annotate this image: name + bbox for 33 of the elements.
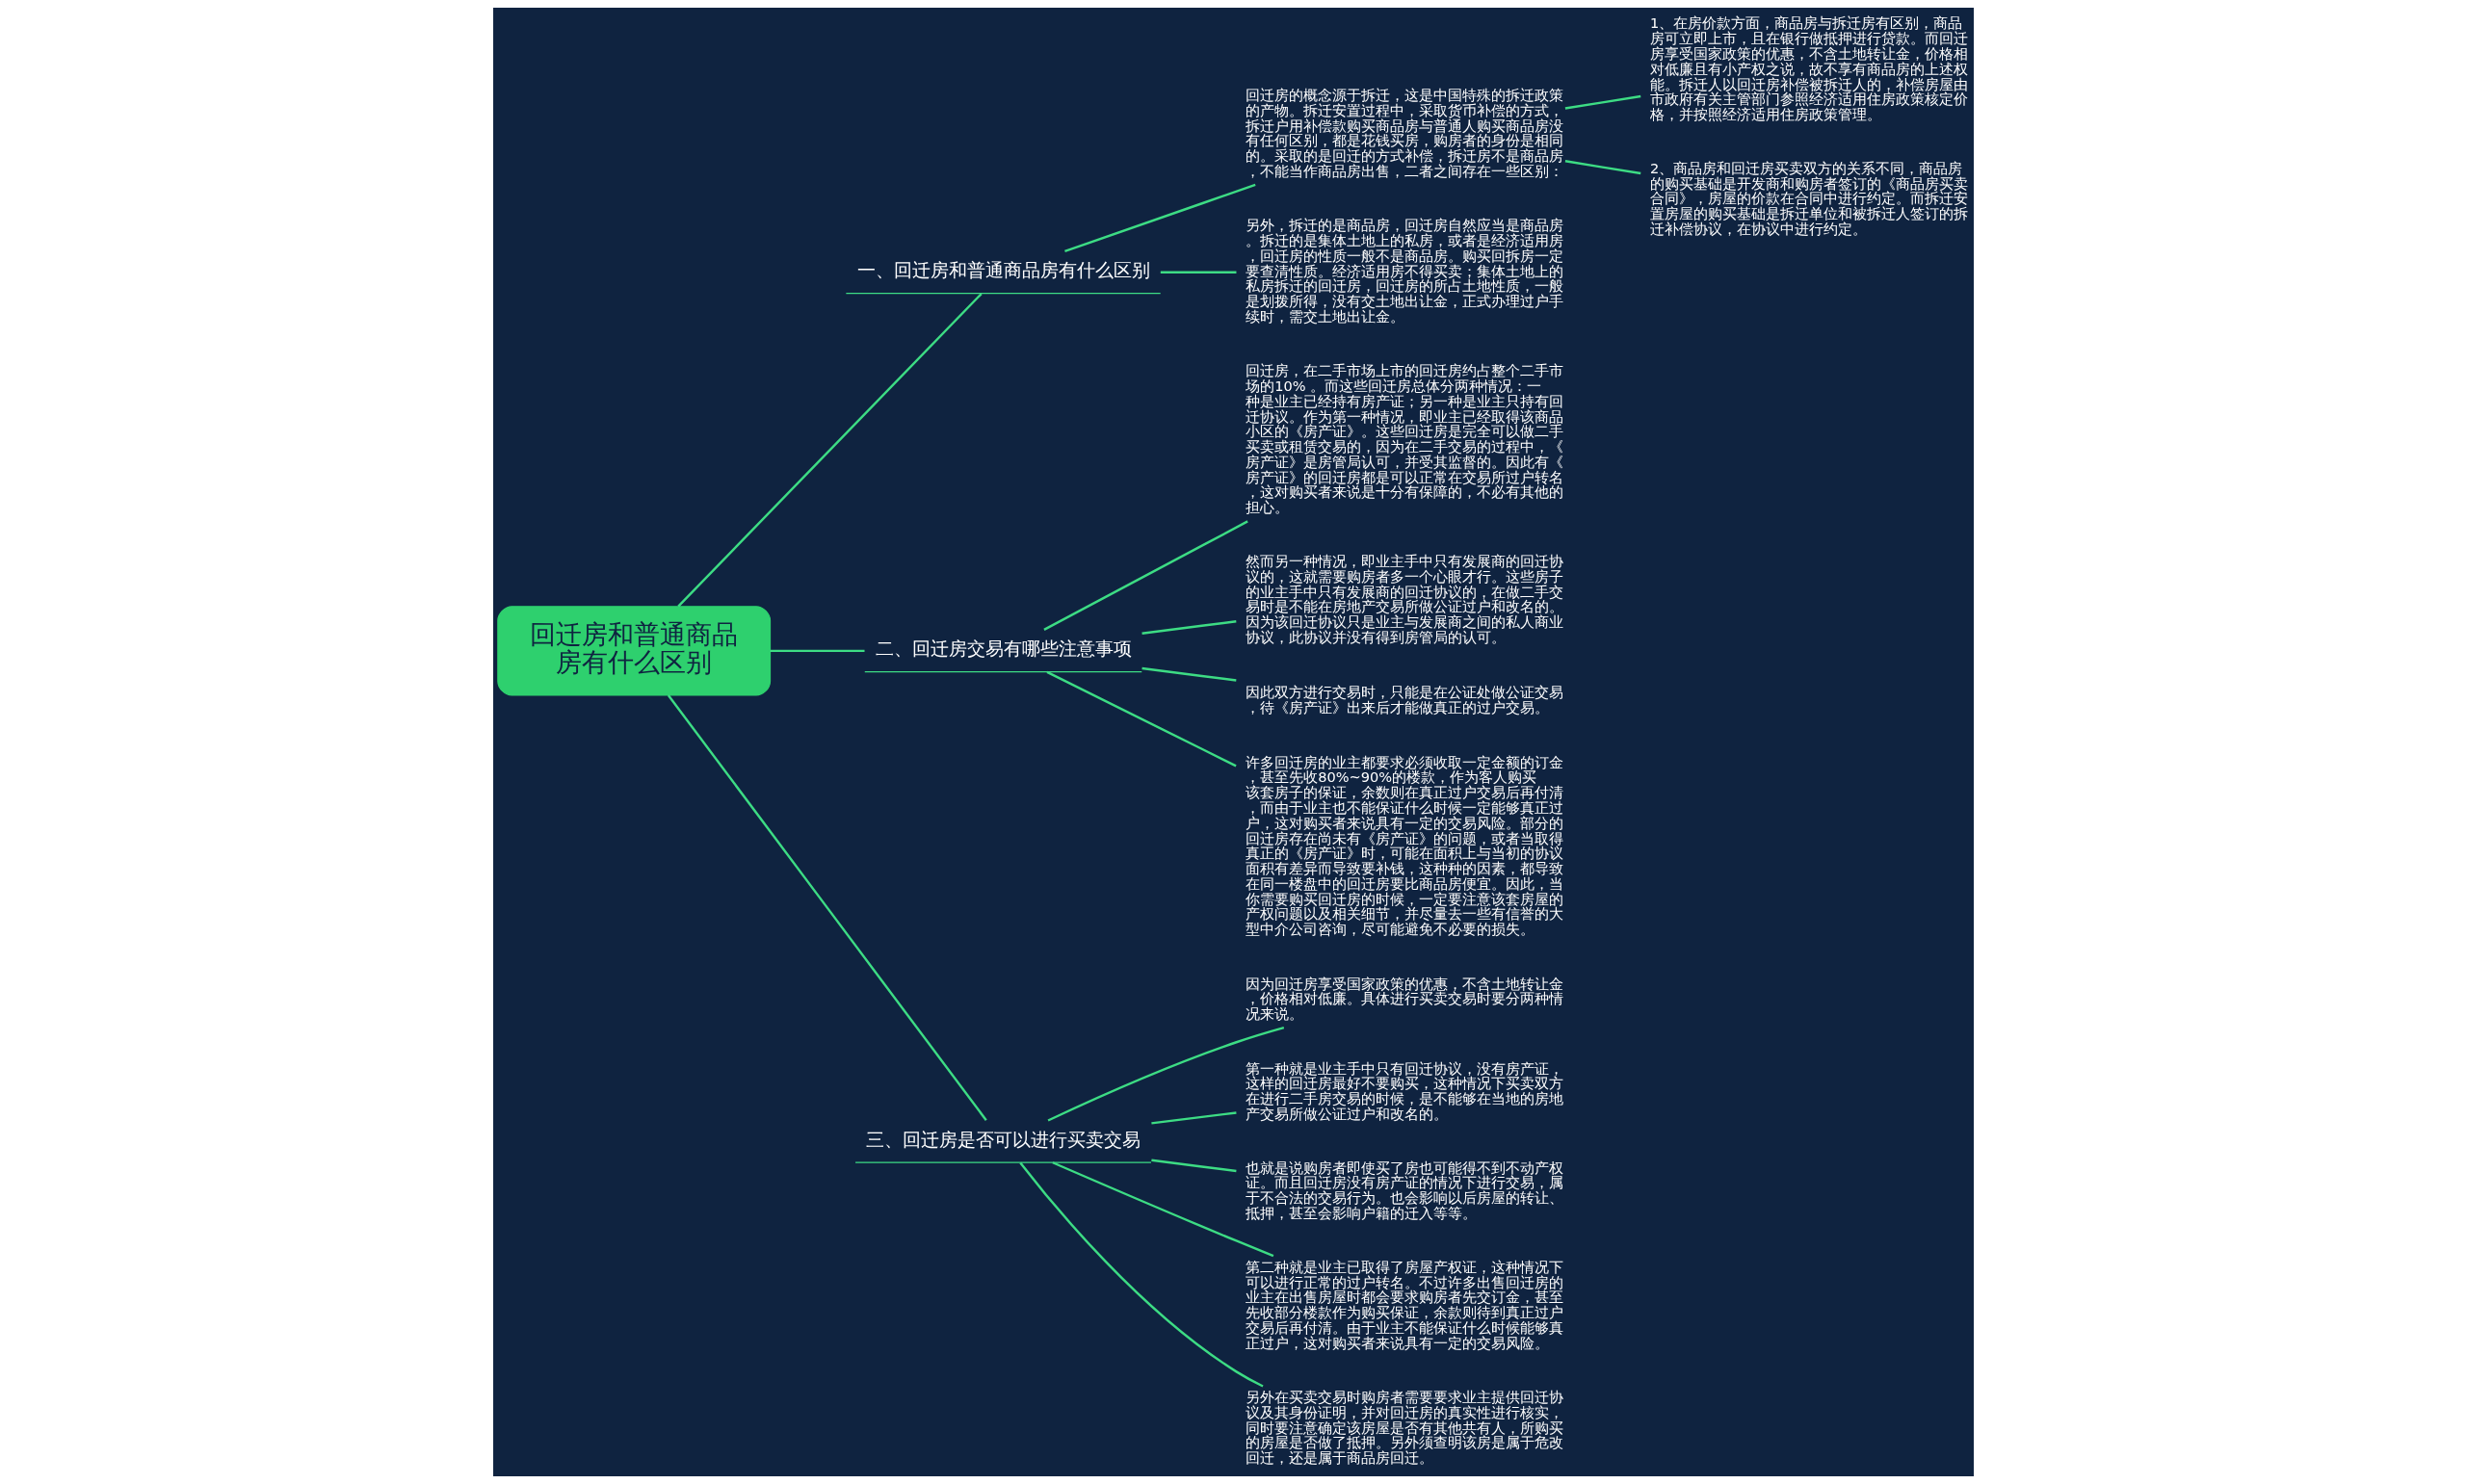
node-text: 第二种就是业主已取得了房屋产权证，这种情况下可以进行正常的过户转名。不过许多出售回迁房的业主在出售房屋时都会要求购房者先交订金，甚至先收部分楼款作为购买保证，余款则待到真正过户交易后再付清。由于业主不能保证什么时候能够真正过户，这对购买者来说具有一定的交易风险。 [1245,1258,1563,1351]
node-text: 然而另一种情况，即业主手中只有发展商的回迁协议的，这就需要购房者多一个心眼才行。这些房子的业主手中只有发展商的回迁协议的，在做二手交易时是不能在房地产交易所做公证过户和改名的。因为该回迁协议只是业主与发展商之间的私人商业协议，此协议并没有得到房管局的认可。 [1245,553,1563,645]
node-text: 因此双方进行交易时，只能是在公证处做公证交易，待《房产证》出来后才能做真正的过户交易。 [1245,683,1563,716]
connector [1042,520,1248,632]
node-text: 二、回迁房交易有哪些注意事项 [875,638,1132,661]
connector [1150,1111,1237,1125]
connector [770,649,864,653]
node-text: 也就是说购房者即使买了房也可能得不到不动产权证。而且回迁房没有房产证的情况下进行交易，属于不合法的交易行为。也会影响以后房屋的转让、抵押，甚至会影响户籍的迁入等等。 [1245,1159,1563,1221]
node-text: 1、在房价款方面，商品房与拆迁房有区别，商品房可立即上市，且在银行做抵押进行贷款。而回迁房享受国家政策的优惠，不含土地转让金，价格相对低廉且有小产权之说，故不享有商品房的上述权能。拆迁人以回迁房补偿被拆迁人的，补偿房屋由市政府有关主管部门参照经济适用住房政策核定价格，并按照经济适用住房政策管理。 [1649,14,1968,123]
connector [1018,1161,1264,1388]
connector [1564,94,1640,110]
connector [1141,666,1236,682]
node-text: 回迁房的概念源于拆迁，这是中国特殊的拆迁政策的产物。拆迁安置过程中，采取货币补偿的方式，拆迁户用补偿款购买商品房与普通人购买商品房没有任何区别，都是花钱买房，购房者的身份是相同的。采取的是回迁的方式补偿，拆迁房不是商品房，不能当作商品房出售，二者之间存在一些区别： [1245,87,1563,179]
connector [1141,620,1236,635]
node-box: 回迁房和普通商品房有什么区别 [496,606,771,696]
connector [676,293,983,608]
node-text: 许多回迁房的业主都要求必须收取一定金额的订金，甚至先收80%~90%的楼款，作为客人购买该套房子的保证，余数则在真正过户交易后再付清，而由于业主也不能保证什么时候一定能够真正过户，这对购买者来说具有一定的交易风险。部分的回迁房存在尚未有《房产证》的问题，或者当取得真正的《房产证》时，可能在面积上与当初的协议面积有差异而导致要补钱，这种种的因素，都导致在同一楼盘中的回迁房要比商品房便宜。因此，当你需要购买回迁房的时候，一定要注意该套房屋的产权问题以及相关细节，并尽量去一些有信誉的大型中介公司咨询，尽可能避免不必要的损失。 [1245,753,1563,938]
node-text: 回迁房，在二手市场上市的回迁房约占整个二手市场的10% 。而这些回迁房总体分两种情况：一种是业主已经持有房产证；另一种是业主只持有回迁协议。作为第一种情况，即业主已经取得该商品小区的《房产证》。这些回迁房是完全可以做二手买卖或租赁交易的，因为在二手交易的过程中，《房产证》是房管局认可，并受其监督的。因此有《房产证》的回迁房都是可以正常在交易所过户转名，这对购买者来说是十分有保障的，不必有其他的担心。 [1245,362,1563,516]
connector [1564,160,1640,175]
node-text: 2、商品房和回迁房买卖双方的关系不同，商品房的购买基础是开发商和购房者签订的《商品房买卖合同》，房屋的价款在合同中进行约定。而拆迁安置房屋的购买基础是拆迁单位和被拆迁人签订的拆迁补偿协议，在协议中进行约定。 [1649,159,1968,237]
connector [1063,183,1256,253]
connector [1160,271,1236,274]
node-text: 另外在买卖交易时购房者需要要求业主提供回迁协议及其身份证明，并对回迁房的真实性进行核实，同时要注意确定该房屋是否有其他共有人，所购买的房屋是否做了抵押。另外须查明该房是属于危改回迁，还是属于商品房回迁。 [1245,1389,1563,1467]
node-text: 另外，拆迁的是商品房，回迁房自然应当是商品房。拆迁的是集体土地上的私房，或者是经济适用房，回迁房的性质一般不是商品房。购买回拆房一定要查清性质。经济适用房不得买卖；集体土地上的私房拆迁的回迁房，回迁房的所占土地性质，一般是划拨所得，没有交土地出让金，正式办理过户手续时，需交土地出让金。 [1245,217,1563,325]
connector [1150,1159,1237,1173]
node-text: 第一种就是业主手中只有回迁协议，没有房产证，这样的回迁房最好不要购买，这种情况下买卖双方在进行二手房交易的时候，是不能够在当地的房地产交易所做公证过户和改名的。 [1245,1059,1563,1122]
node-text: 因为回迁房享受国家政策的优惠，不含土地转让金，价格相对低廉。具体进行买卖交易时要分两种情况来说。 [1245,975,1563,1023]
connector [1051,1161,1273,1258]
connector [667,694,987,1121]
node-text: 一、回迁房和普通商品房有什么区别 [856,259,1150,282]
connector [1045,670,1237,768]
connector [1047,1026,1284,1122]
node-text: 三、回迁房是否可以进行买卖交易 [865,1128,1141,1151]
